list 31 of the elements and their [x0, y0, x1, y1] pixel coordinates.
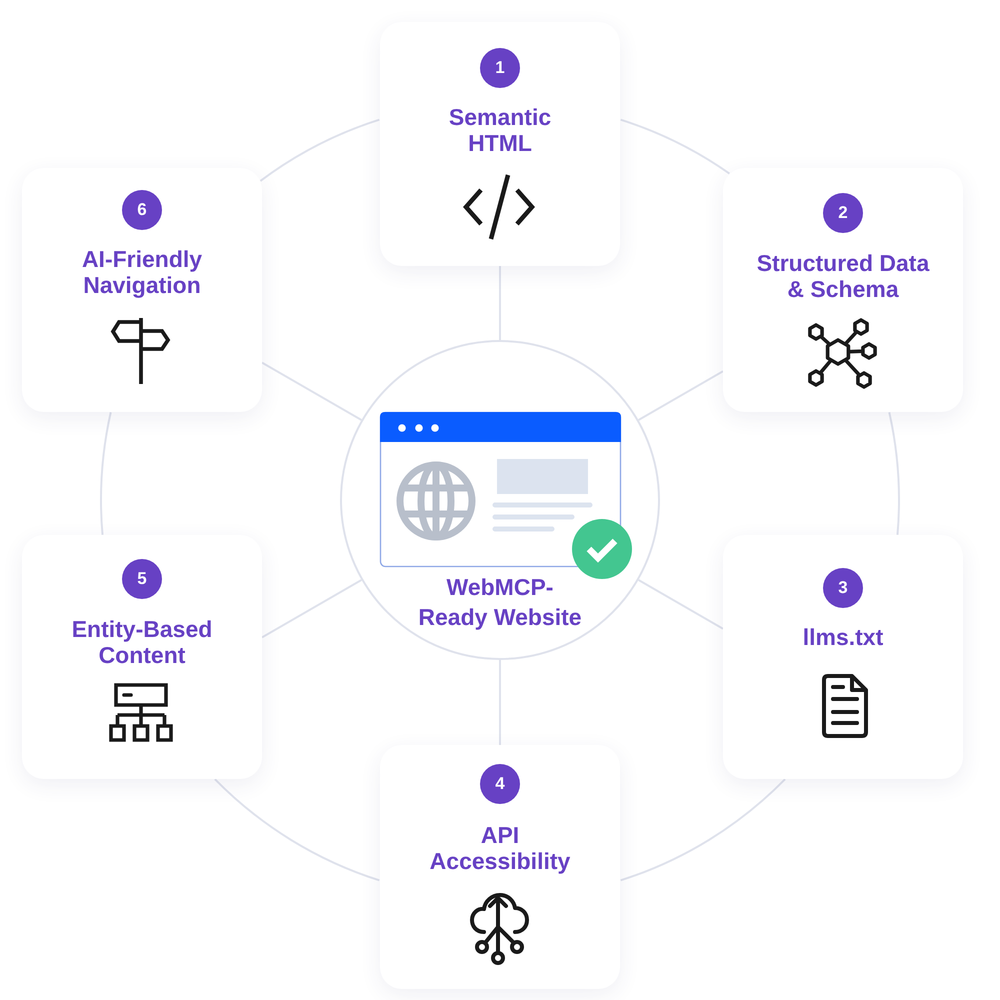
step-title: API Accessibility: [428, 822, 572, 874]
step-number: 5: [122, 559, 162, 599]
connector-line: [262, 362, 362, 421]
connector-line: [638, 370, 724, 421]
step-number: 1: [480, 48, 520, 88]
step-card: [380, 745, 620, 989]
ring-arc: [214, 778, 380, 882]
ring-arc: [260, 118, 380, 182]
connector-line: [499, 660, 501, 745]
step-number: 2: [823, 193, 863, 233]
ring-arc: [100, 412, 112, 535]
ring-arc: [888, 412, 900, 535]
step-card: [22, 535, 262, 779]
step-title: Semantic HTML: [448, 104, 552, 156]
connector-line: [262, 579, 362, 638]
step-title: Structured Data & Schema: [756, 250, 930, 302]
ring-arc: [620, 118, 730, 174]
step-card: [22, 168, 262, 412]
step-title: AI-Friendly Navigation: [80, 246, 204, 298]
step-card: [723, 535, 963, 779]
hub-title: WebMCP-Ready Website: [417, 573, 583, 632]
ring-arc: [620, 778, 786, 882]
step-number: 4: [480, 764, 520, 804]
step-card: [723, 168, 963, 412]
step-number: 3: [823, 568, 863, 608]
connector-line: [499, 266, 501, 340]
step-title: Entity-Based Content: [70, 616, 214, 668]
step-number: 6: [122, 190, 162, 230]
connector-line: [638, 579, 724, 630]
step-title: llms.txt: [802, 624, 884, 650]
step-card: [380, 22, 620, 266]
